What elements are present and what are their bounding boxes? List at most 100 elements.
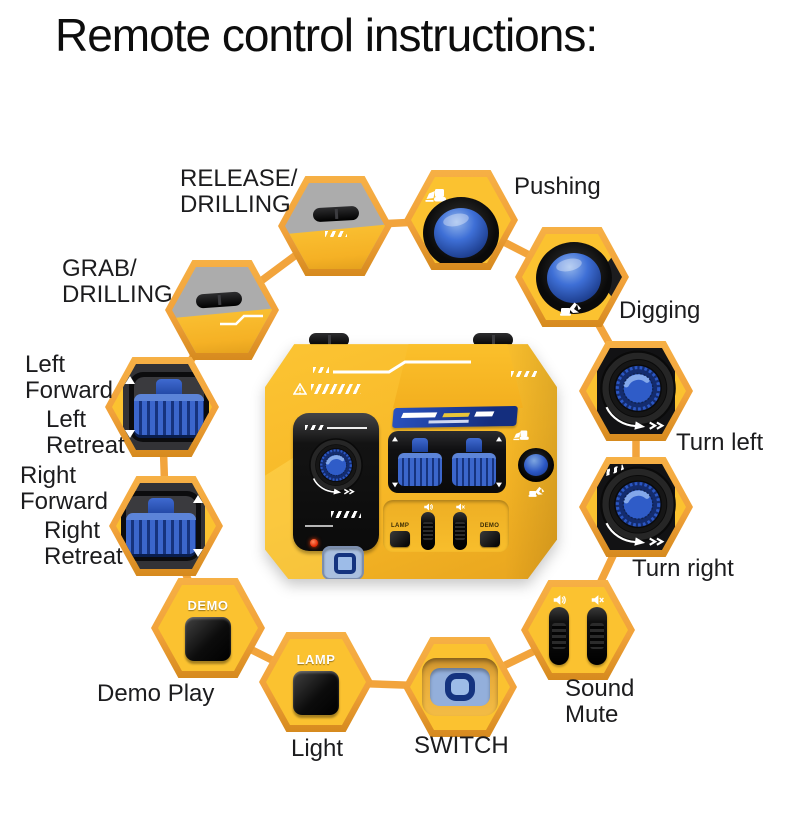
warning-icon [293,383,307,395]
warning-stripes [311,384,361,394]
hex-pushing [404,170,518,270]
hex-turn-left [579,341,693,441]
hex-demo: DEMO [151,578,265,678]
demo-button-text: DEMO [187,598,229,613]
digging-dome-button [536,242,612,314]
switch-ring [334,553,356,574]
remote-mute-slider [453,512,467,550]
dome-blue-cap [434,208,488,258]
forward-arrow-icon [125,376,135,384]
hex-photo-pushing [411,177,511,263]
hex-sound-mute [521,580,635,680]
right-track-rocker [121,491,201,561]
left-track-rocker [129,372,209,442]
label-right-retreat: Right Retreat [44,517,123,571]
bottom-function-panel: LAMP DEMO [383,500,509,552]
accent-hatch [511,371,537,377]
lamp-button [293,671,339,715]
remote-control: LAMP DEMO [265,333,557,579]
label-pushing: Pushing [514,173,601,200]
label-sound-mute: Sound Mute [565,675,635,729]
label-digging: Digging [619,297,701,324]
remote-power-switch [322,546,364,579]
pod-hatch [331,511,361,518]
rocker-cap [134,394,204,435]
hex-release-drilling [278,176,392,276]
remote-demo-label: DEMO [480,523,500,529]
hex-photo-lamp: LAMP [266,639,366,725]
slider-ridges [590,623,604,649]
remote-lamp-label: LAMP [391,523,410,529]
rocker-cap [126,513,196,554]
hex-photo-demo: DEMO [158,585,258,671]
hex-photo-digging [522,234,622,320]
excavator-dig-icon [558,300,582,316]
remote-body: LAMP DEMO [265,344,557,579]
shoulder-button [312,205,360,223]
pod-hatch [305,425,325,430]
hex-photo-sound-mute [528,587,628,673]
remote-lamp-button [390,531,410,547]
slider-ridges [423,522,433,540]
label-grab-drilling: GRAB/ DRILLING [62,255,173,309]
accent-zigzag [220,314,263,326]
label-turn-right: Turn right [632,555,734,582]
rocker-cap [452,453,496,486]
label-left-retreat: Left Retreat [46,406,125,460]
brand-mark [400,412,438,418]
pod-line [327,427,367,429]
hex-photo-switch [410,644,510,730]
brand-mark [442,412,471,418]
retreat-arrow-icon [125,430,135,438]
down-arrow-icon [392,482,398,488]
dome-blue-cap [547,253,601,303]
left-shoulder-rocker [309,333,349,347]
accent-hatch [313,367,329,373]
label-left-forward: Left Forward [25,351,114,405]
label-light: Light [291,735,344,762]
speaker-mute-icon [590,593,604,607]
excavator-dig-icon [527,485,545,497]
hex-turn-right [579,457,693,557]
hex-right-track [109,476,223,576]
pod-dial [304,435,368,499]
brand-mark [474,411,495,417]
right-mini-rocker [450,438,498,486]
switch-button [445,673,475,701]
hex-grab-drilling [165,260,279,360]
hex-photo-turn-right [586,464,686,550]
label-right-forward: Right Forward [20,462,109,516]
brand-plate [392,405,518,429]
speaker-on-icon [552,593,566,607]
right-round-button [518,448,554,482]
knob-blue-cap [524,454,548,476]
rocker-stem [412,438,428,452]
down-arrow-icon [496,482,502,488]
slider-ridges [552,623,566,649]
power-led [310,539,318,547]
remote-sound-slider [421,512,435,550]
demo-button [185,617,231,661]
accent-hatch [325,231,347,237]
center-rocker-panel [388,431,506,493]
hex-photo-turn-left [586,348,686,434]
right-shoulder-rocker [473,333,513,347]
hex-lamp: LAMP [259,632,373,732]
label-demo-play: Demo Play [97,680,215,707]
page-title: Remote control instructions: [55,9,598,61]
label-switch: SWITCH [414,732,509,759]
up-arrow-icon [496,436,502,442]
retreat-arrow-icon [193,549,203,557]
hex-left-track [105,357,219,457]
slider-ridges [455,522,465,540]
remote-demo-button [480,531,500,547]
lamp-button-text: LAMP [296,652,336,667]
label-release-drilling: RELEASE/ DRILLING [180,165,298,219]
pod-caption-bar [305,525,333,527]
mute-slider [587,607,607,665]
accent-zigzag [333,360,471,374]
speaker-mute-icon [455,502,465,512]
hex-photo-right-track [116,483,216,569]
speaker-on-icon [423,502,433,512]
